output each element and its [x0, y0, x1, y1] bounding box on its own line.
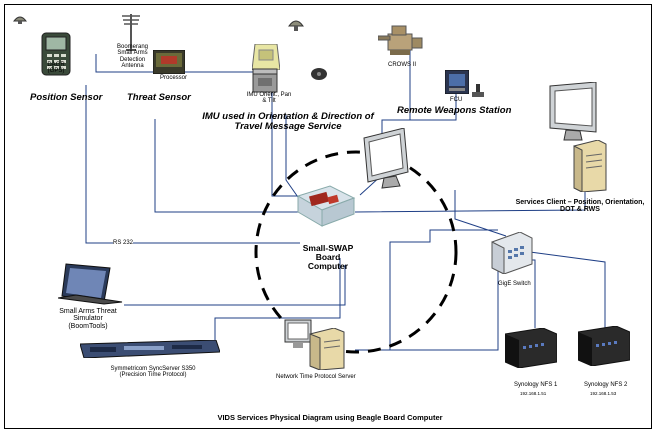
wire-ntp	[355, 229, 498, 351]
wire-threat-sim	[124, 265, 346, 306]
imu-sensor-icon	[287, 16, 305, 32]
imu-heading-line1: IMU used in Orientation & Direction of	[202, 111, 374, 122]
threat-sim-label-line1: Small Arms Threat	[59, 308, 117, 315]
processor-label: Processor	[160, 75, 188, 81]
boomerang-antenna-label: Boomerang Small Arms Detection Antenna	[116, 44, 149, 69]
fcu-label: FCU	[450, 97, 463, 103]
gps-antenna-icon	[12, 12, 28, 24]
gige-switch-label: GigE Switch	[498, 281, 531, 287]
wire-threat	[154, 119, 300, 213]
crows-label: CROWS II	[388, 62, 416, 68]
beagle-board-computer	[294, 184, 356, 228]
wire-nfs2	[529, 251, 606, 328]
services-client-monitor	[540, 81, 600, 144]
ntp-server-tower	[306, 327, 346, 371]
rs232-label: RS 232	[113, 240, 134, 247]
threat-sensor-heading: Threat Sensor	[127, 92, 191, 103]
threat-processor-device	[152, 49, 186, 75]
nfs1-device	[504, 327, 558, 369]
board-label-line3: Computer	[307, 260, 349, 271]
boomerang-antenna-icon	[120, 10, 142, 52]
diagram-title: VIDS Services Physical Diagram using Bea…	[217, 413, 443, 422]
threat-simulator-laptop	[57, 262, 124, 314]
imu-heading-line2: Travel Message Service	[234, 120, 342, 132]
threat-sim-label-line3: (BoomTools)	[68, 322, 108, 330]
wire-rs232	[85, 85, 300, 244]
gige-switch-device	[490, 231, 534, 275]
diagram-frame	[4, 4, 652, 429]
rws-joystick-icon	[472, 84, 484, 98]
syncserver-label-line1: Symmetricom SyncServer S350	[110, 366, 196, 372]
wire-fcu	[410, 86, 457, 121]
services-client-label-line2: DOT & RWS	[560, 206, 600, 214]
imu-panel-device	[251, 43, 281, 71]
syncserver-label-line2: (Precision Time Protocol)	[119, 372, 187, 379]
syncserver-device	[79, 339, 221, 359]
nfs2-device	[577, 325, 631, 367]
wire-imu	[285, 115, 301, 201]
board-label-line1: Small-SWAP	[302, 243, 354, 253]
threat-sim-label-line2: Simulator	[73, 315, 103, 323]
fcu-device	[444, 69, 470, 95]
wire-to-switch	[454, 190, 507, 237]
ntp-server-label: Network Time Protocol Server	[276, 374, 356, 380]
imu-label-line1: IMU Orient., Pan	[246, 92, 292, 98]
wire-sync	[214, 258, 341, 340]
services-client-label-line1: Services Client – Position, Orientation,	[515, 199, 645, 206]
dashed-highlight-circle	[254, 150, 458, 354]
board-label-line2: Board	[315, 251, 341, 262]
ntp-server-monitor	[283, 318, 315, 350]
imu-label-line2: & Tilt	[262, 98, 276, 105]
wire-rws	[359, 36, 411, 196]
center-client-monitor	[360, 127, 418, 190]
nfs2-ip: 192.168.1.53	[590, 391, 617, 396]
imu-pan-tilt-icon	[309, 64, 329, 82]
crows-weapon-station	[377, 22, 424, 56]
gps-dagr-device	[41, 32, 71, 76]
imu-unit-device	[252, 68, 278, 94]
gps-label-line1: DAGR	[47, 62, 65, 68]
nfs2-label: Synology NFS 2	[584, 382, 628, 388]
rws-heading: Remote Weapons Station	[397, 105, 512, 116]
position-sensor-heading: Position Sensor	[30, 92, 103, 103]
nfs1-ip: 192.168.1.51	[520, 391, 547, 396]
services-client-tower	[568, 139, 608, 193]
gps-label-line2: (GPS)	[47, 68, 65, 75]
wire-switch-ntp	[360, 255, 499, 351]
nfs1-label: Synology NFS 1	[514, 382, 558, 388]
